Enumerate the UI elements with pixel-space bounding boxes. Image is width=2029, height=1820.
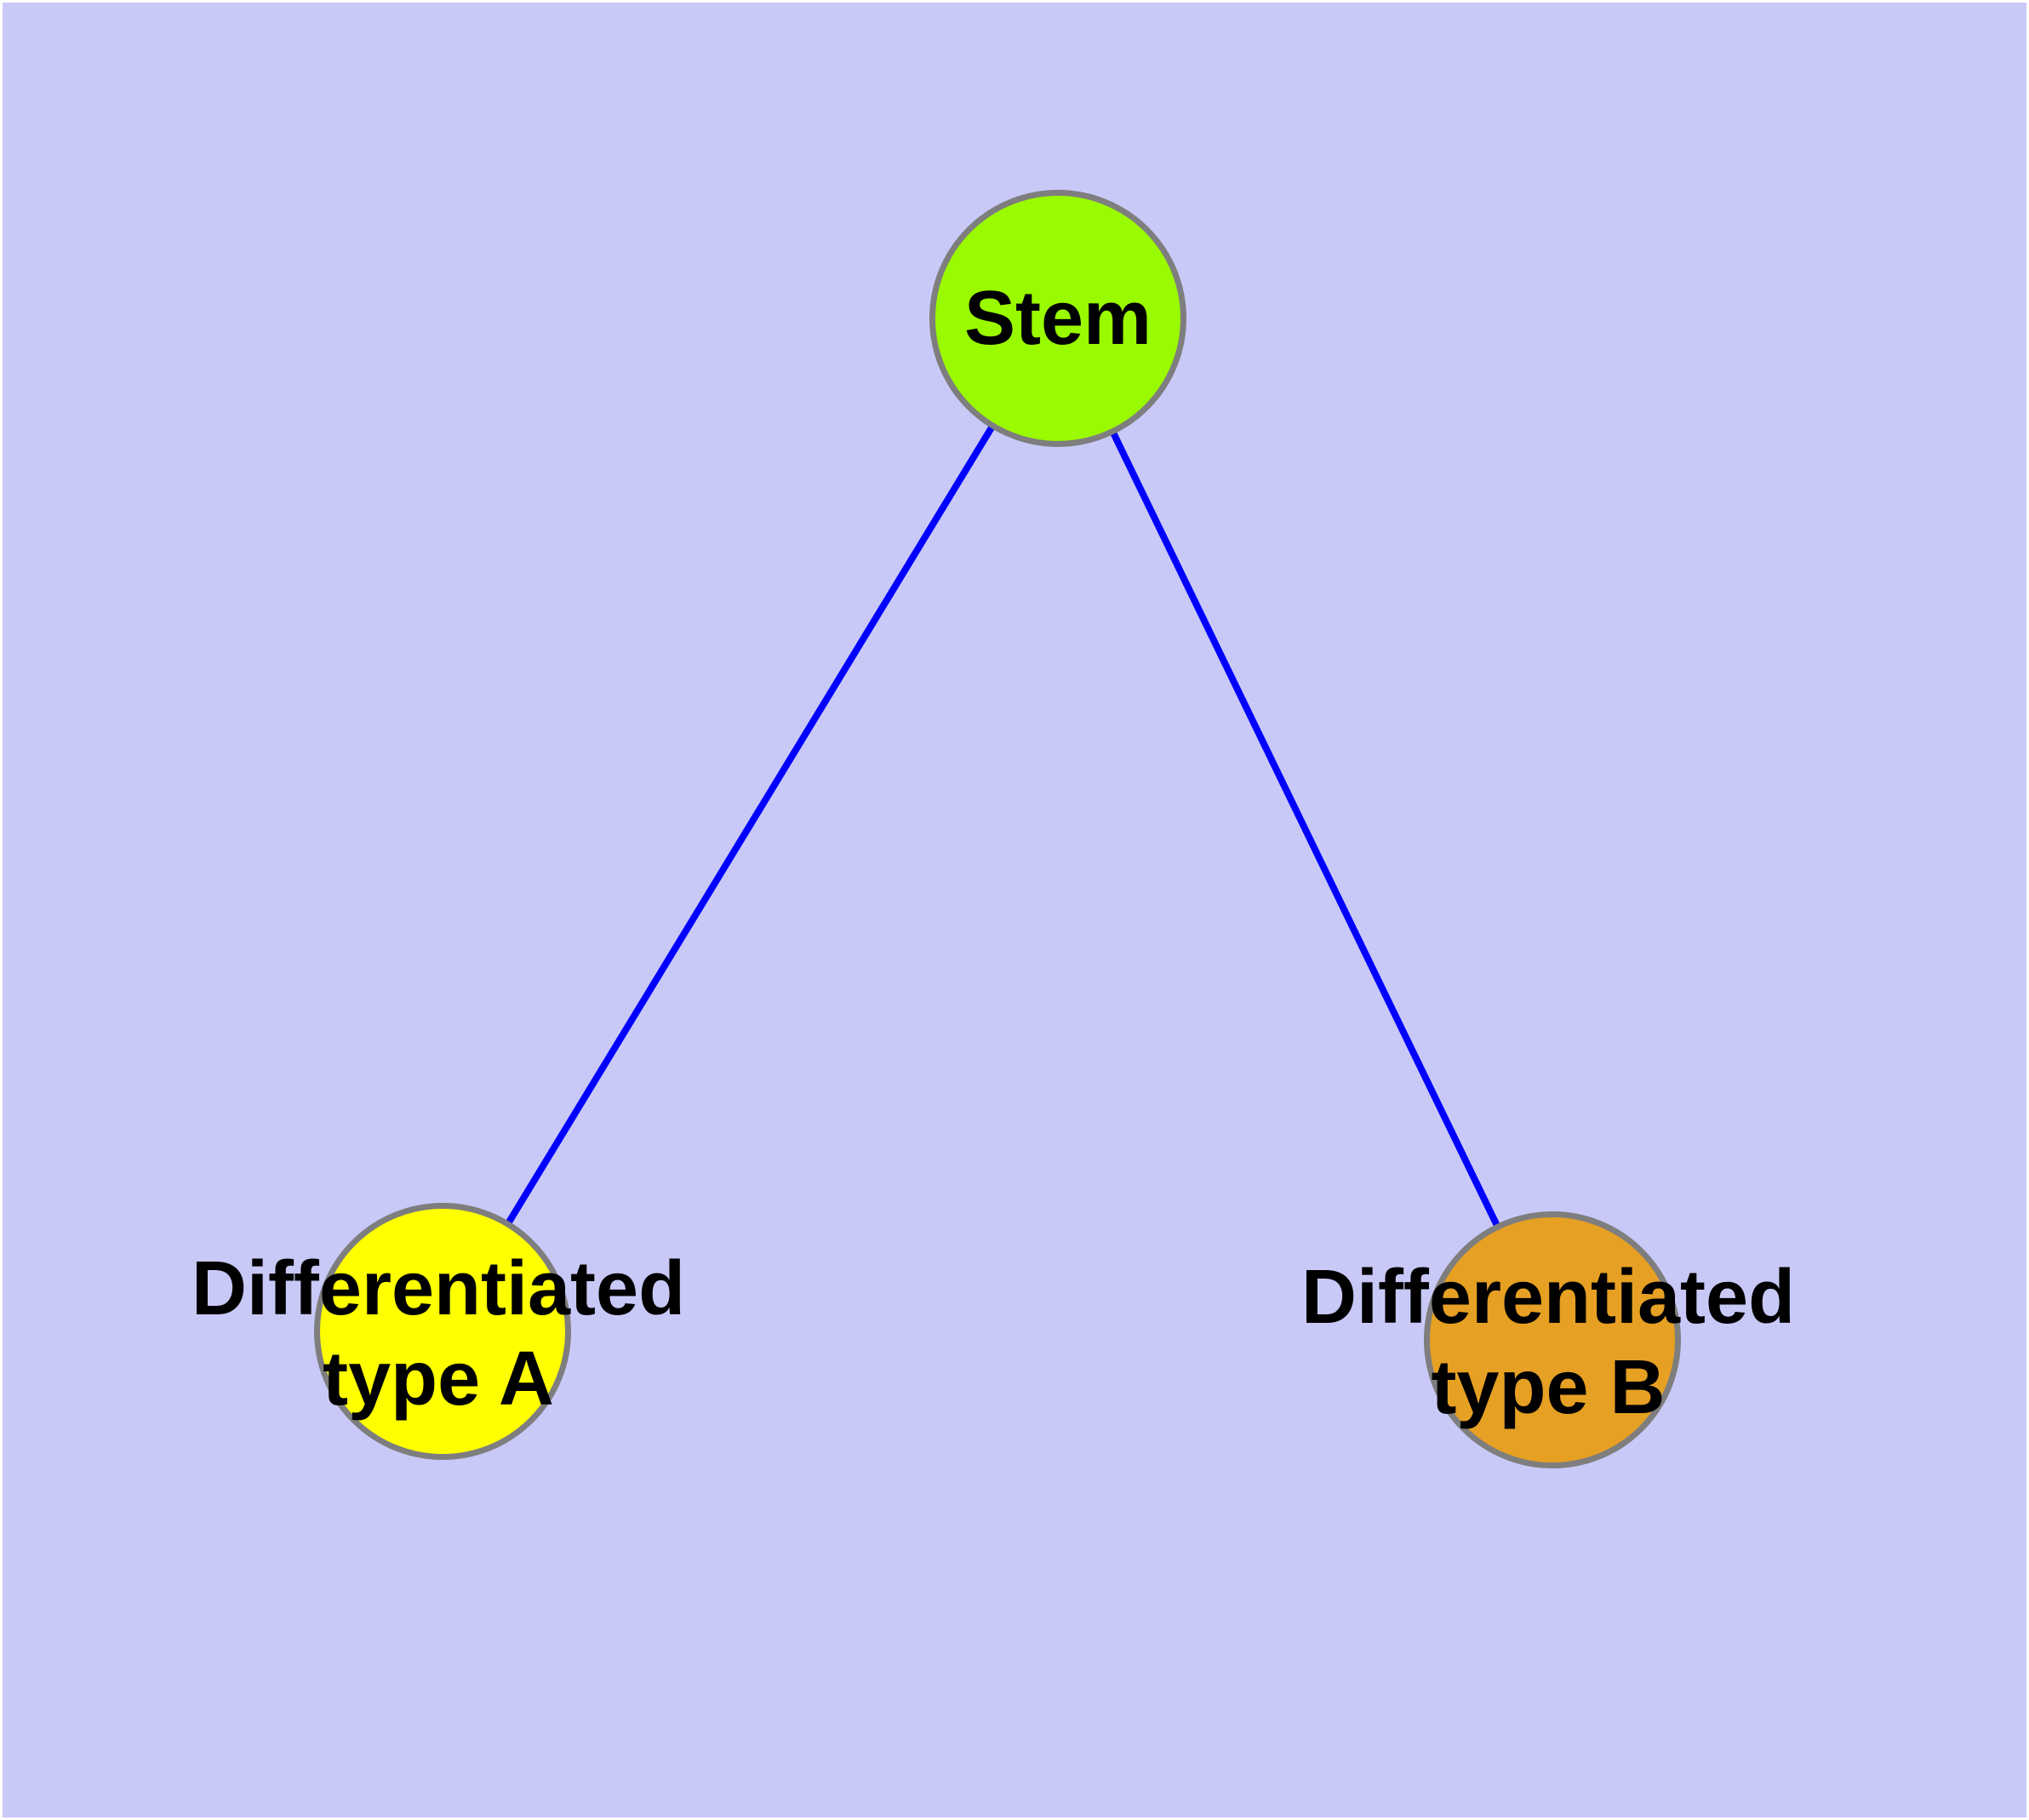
node-differentiated-type-a-label: Differentiated type A <box>191 1246 686 1422</box>
node-stem <box>929 190 1186 447</box>
node-differentiated-type-b <box>1424 1211 1681 1468</box>
node-differentiated-type-b-label: Differentiated type B <box>1300 1255 1796 1430</box>
edge-stem-to-type-b <box>1055 317 1556 1342</box>
graph-svg <box>3 3 2026 1817</box>
node-differentiated-type-a <box>314 1203 571 1460</box>
node-stem-label: Stem <box>963 276 1152 361</box>
edge-stem-to-type-a <box>439 316 1061 1334</box>
graph-canvas: Stem Differentiated type A Differentiate… <box>3 3 2026 1817</box>
